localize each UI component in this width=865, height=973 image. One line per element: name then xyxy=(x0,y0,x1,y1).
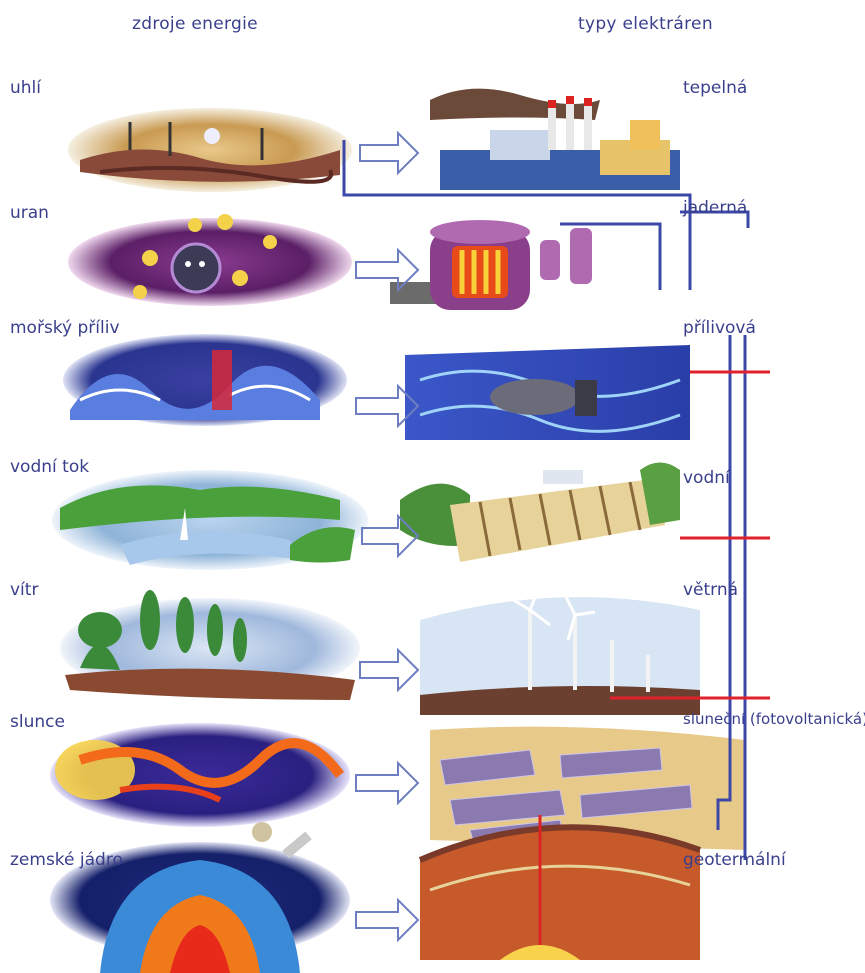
plant-label-geothermal: geotermální xyxy=(683,850,786,870)
tide-source-scene xyxy=(63,334,347,426)
coal-source-scene xyxy=(68,108,352,192)
arrow-row-1 xyxy=(360,133,418,173)
plant-label-hydro: vodní xyxy=(683,468,730,488)
source-label-wind: vítr xyxy=(10,580,38,600)
arrow-row-7 xyxy=(356,900,418,940)
plant-label-tidal: přílivová xyxy=(683,318,756,338)
nuclear-plant-scene xyxy=(390,220,592,310)
source-label-river: vodní tok xyxy=(10,457,89,477)
source-label-uranium: uran xyxy=(10,203,49,223)
source-label-earth-core: zemské jádro xyxy=(10,850,123,870)
source-label-tide: mořský příliv xyxy=(10,318,120,338)
tidal-plant-scene xyxy=(405,345,690,440)
source-label-sun: slunce xyxy=(10,712,65,732)
plant-label-thermal: tepelná xyxy=(683,78,747,98)
river-source-scene xyxy=(52,470,368,570)
arrows xyxy=(356,133,418,940)
wind-farm-scene xyxy=(420,585,700,715)
arrow-row-5 xyxy=(360,650,418,690)
arrow-row-6 xyxy=(356,763,418,803)
dam-plant-scene xyxy=(400,463,680,563)
plant-label-solar: sluneční (fotovoltanická) xyxy=(683,710,865,728)
sun-source-scene xyxy=(50,723,350,827)
wind-source-scene xyxy=(60,590,360,700)
thermal-plant-scene xyxy=(430,89,680,190)
source-label-coal: uhlí xyxy=(10,78,41,98)
plant-label-wind: větrná xyxy=(683,580,738,600)
uranium-source-scene xyxy=(68,214,352,306)
plant-label-nuclear: jaderná xyxy=(683,198,747,218)
earth-core-source-scene xyxy=(50,822,350,973)
